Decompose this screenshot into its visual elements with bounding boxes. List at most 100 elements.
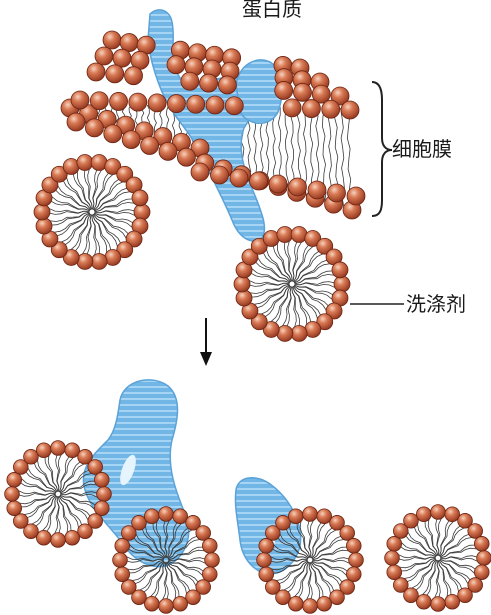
- micelle-head: [7, 501, 22, 516]
- membrane-head: [141, 136, 159, 154]
- micelle-head: [346, 538, 361, 553]
- micelle-head: [159, 507, 174, 522]
- micelle-head: [387, 536, 402, 551]
- micelle-head: [5, 487, 20, 502]
- lipid-tail: [50, 213, 90, 236]
- membrane-head: [129, 93, 147, 111]
- membrane-head: [308, 181, 326, 199]
- micelle-head: [94, 501, 109, 516]
- membrane-head: [87, 63, 105, 81]
- micelle-head: [234, 276, 250, 292]
- micelle-head: [51, 533, 66, 548]
- micelle-head: [77, 155, 93, 171]
- micelle-head: [431, 597, 446, 612]
- membrane-head: [275, 81, 293, 99]
- down-arrow: [200, 318, 212, 366]
- lipid-tail: [293, 287, 315, 327]
- membrane-head: [230, 169, 248, 187]
- micelle-head: [36, 443, 51, 458]
- lipid-tail: [312, 544, 351, 560]
- membrane-head: [211, 166, 229, 184]
- micelle-head: [474, 536, 489, 551]
- micelle-head: [317, 596, 332, 611]
- lipid-tail: [282, 286, 291, 331]
- membrane-head: [104, 125, 122, 143]
- lipid-tail: [82, 214, 91, 259]
- micelle-head: [346, 567, 361, 582]
- lipid-tail: [166, 562, 182, 601]
- lipid-tail: [269, 241, 291, 281]
- micelle-head: [265, 580, 280, 595]
- micelle-head: [303, 599, 318, 614]
- micelle-head: [288, 509, 303, 524]
- micelle-head: [257, 553, 272, 568]
- detergent-label: 洗涤剂: [406, 292, 466, 316]
- micelle-head: [205, 553, 220, 568]
- lipid-tail: [310, 562, 326, 601]
- lipid-tail: [42, 453, 58, 492]
- membrane-head: [167, 95, 185, 113]
- lipid-tail: [293, 237, 302, 282]
- membrane-head: [187, 95, 205, 113]
- membrane-head: [269, 175, 287, 193]
- lipid-tail: [250, 285, 290, 308]
- membrane-head: [103, 31, 121, 49]
- membrane-bracket: [372, 82, 392, 216]
- membrane-head: [206, 96, 224, 114]
- micelle-head: [144, 509, 159, 524]
- micelle-head: [97, 487, 112, 502]
- micelle-head: [36, 530, 51, 545]
- micelle-head: [65, 443, 80, 458]
- micelle-head: [236, 290, 252, 306]
- lipid-tail: [94, 188, 134, 211]
- micelle-head: [113, 553, 128, 568]
- micelle-head: [259, 567, 274, 582]
- membrane-head: [125, 67, 143, 85]
- micelle-head: [393, 578, 408, 593]
- micelle-head: [445, 594, 460, 609]
- protein-label: 蛋白质: [242, 0, 302, 21]
- micelle-head: [277, 227, 293, 243]
- membrane-head: [95, 47, 113, 65]
- lipid-tail: [440, 542, 479, 558]
- lipid-tail: [285, 107, 288, 190]
- micelle-head: [477, 551, 491, 566]
- micelle-lower-right: [385, 505, 491, 612]
- micelle-head: [94, 472, 109, 487]
- micelle-head: [88, 460, 103, 475]
- micelle-head: [340, 526, 355, 541]
- micelle-head: [34, 204, 50, 220]
- micelle-head: [7, 472, 22, 487]
- micelle-head: [303, 507, 318, 522]
- micelle-head: [387, 565, 402, 580]
- micelle-head: [132, 515, 147, 530]
- micelle-head: [431, 505, 446, 520]
- membrane-head: [148, 94, 166, 112]
- micelle-head: [91, 253, 107, 269]
- micelle-head: [173, 596, 188, 611]
- micelle-head: [132, 190, 148, 206]
- micelle-head: [196, 526, 211, 541]
- membrane-head: [90, 92, 108, 110]
- micelle-head: [24, 449, 39, 464]
- micelle-head: [468, 524, 483, 539]
- micelle-head: [291, 325, 307, 341]
- membrane-head: [71, 91, 89, 109]
- micelle-head: [458, 588, 473, 603]
- membrane-head: [302, 100, 320, 118]
- lipid-tail: [438, 560, 454, 599]
- membrane-head: [347, 187, 365, 205]
- membrane-head: [122, 131, 140, 149]
- micelle-head: [186, 590, 201, 605]
- membrane-head: [283, 99, 301, 117]
- membrane-head: [85, 119, 103, 137]
- lipid-tail: [17, 494, 56, 510]
- membrane-head: [191, 163, 209, 181]
- membrane-head: [181, 72, 199, 90]
- micelle-head: [349, 553, 364, 568]
- membrane-head: [159, 142, 177, 160]
- micelle-head: [36, 218, 52, 234]
- micelle-head: [115, 538, 130, 553]
- membrane-head: [167, 56, 185, 74]
